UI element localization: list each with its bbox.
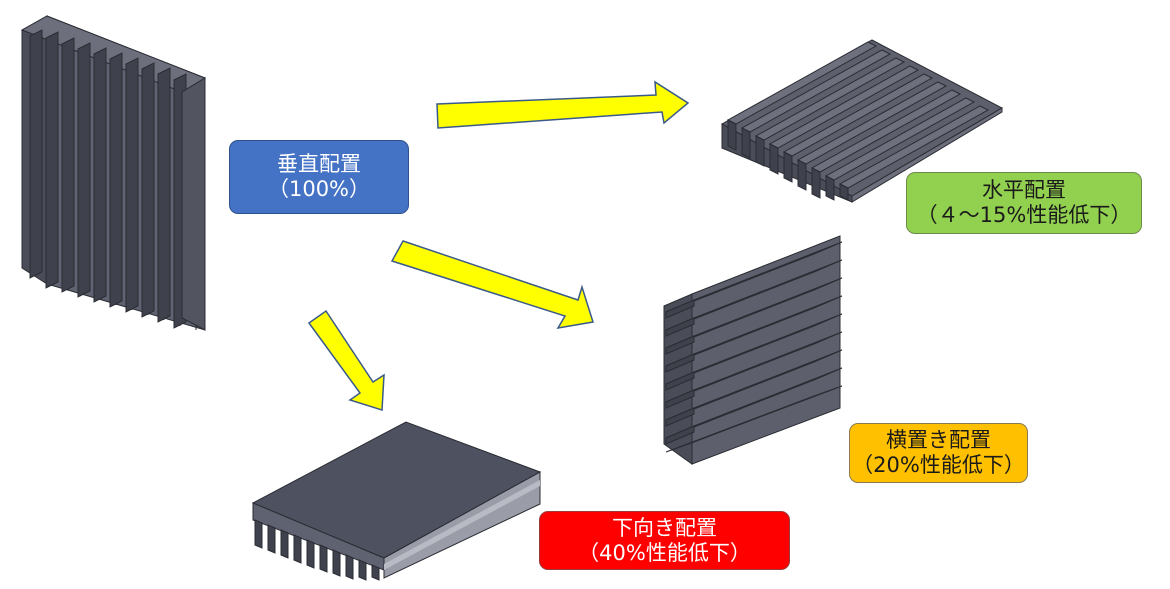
heatsink-sideways-icon <box>663 235 843 465</box>
downward-placement-title: 下向き配置 <box>612 515 717 540</box>
vertical-placement-performance: （100%） <box>267 177 371 201</box>
sideways-placement-title: 横置き配置 <box>886 428 991 452</box>
arrow-icon <box>436 80 690 129</box>
downward-placement-label: 下向き配置 （40%性能低下） <box>539 511 790 570</box>
sideways-placement-performance: （20%性能低下） <box>852 453 1025 477</box>
horizontal-placement-title: 水平配置 <box>982 178 1066 202</box>
sideways-placement-label: 横置き配置 （20%性能低下） <box>849 423 1028 483</box>
heatsink-vertical-icon <box>20 15 207 331</box>
arrow-icon <box>307 309 385 412</box>
downward-placement-performance: （40%性能低下） <box>578 540 751 565</box>
vertical-placement-title: 垂直配置 <box>277 152 361 176</box>
heatsink-horizontal-icon <box>720 39 1004 203</box>
vertical-placement-label: 垂直配置 （100%） <box>229 140 409 214</box>
heatsink-downward-icon <box>251 421 542 581</box>
arrow-icon <box>390 240 594 330</box>
horizontal-placement-label: 水平配置 （４～15%性能低下） <box>906 172 1142 234</box>
horizontal-placement-performance: （４～15%性能低下） <box>916 203 1132 227</box>
